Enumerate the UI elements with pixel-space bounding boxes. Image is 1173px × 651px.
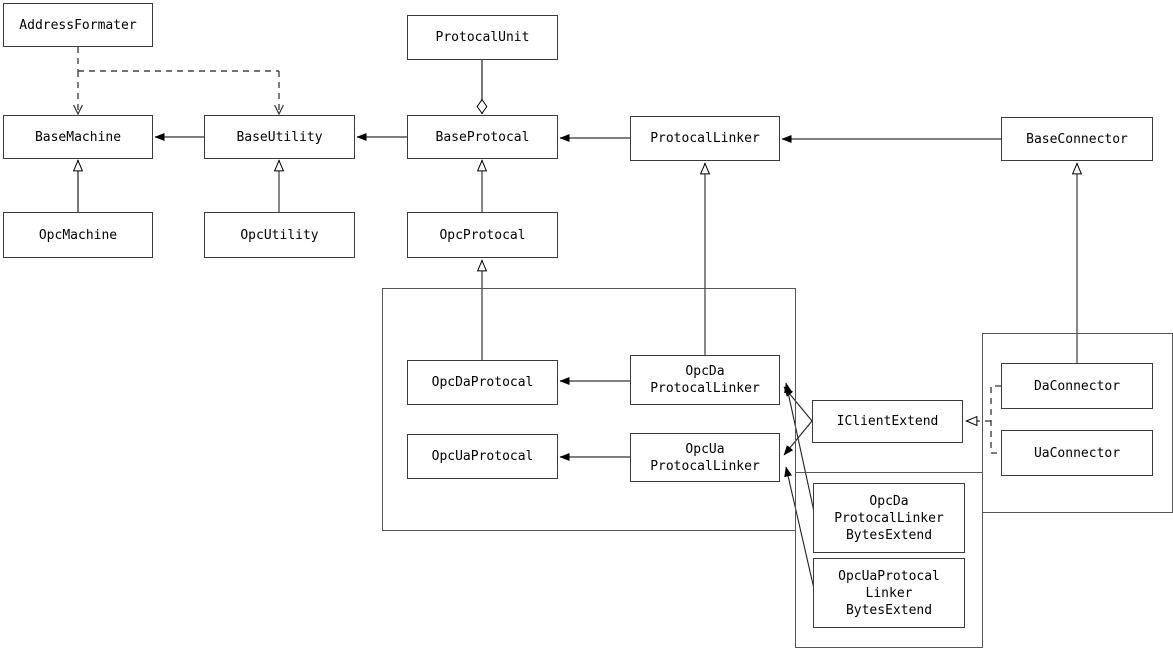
class-label: DaConnector <box>1033 378 1121 394</box>
class-node-opcuaprotocallinkerbytesextend[interactable]: OpcUaProtocal Linker BytesExtend <box>813 558 965 628</box>
edge-addressformater-dependencies <box>73 47 284 116</box>
class-label: UaConnector <box>1033 445 1121 461</box>
group-extend <box>795 472 983 648</box>
class-label: AddressFormater <box>19 17 137 33</box>
class-label: ProtocalLinker <box>650 131 760 146</box>
class-node-basemachine[interactable]: BaseMachine <box>3 115 153 159</box>
class-label: OpcDa ProtocalLinker <box>650 364 760 396</box>
class-node-baseutility[interactable]: BaseUtility <box>204 115 355 159</box>
class-node-opcmachine[interactable]: OpcMachine <box>3 212 153 258</box>
class-node-opcdaprotocal[interactable]: OpcDaProtocal <box>407 360 558 405</box>
class-node-opcprotocal[interactable]: OpcProtocal <box>407 212 558 258</box>
class-label: ProtocalUnit <box>435 30 530 45</box>
class-label: OpcProtocal <box>439 227 526 243</box>
class-node-daconnector[interactable]: DaConnector <box>1001 363 1153 409</box>
class-label: IClientExtend <box>836 414 939 429</box>
class-label: BaseProtocal <box>435 129 530 145</box>
class-node-addressformater[interactable]: AddressFormater <box>3 3 153 47</box>
class-label: OpcDaProtocal <box>431 375 534 390</box>
class-label: OpcUa ProtocalLinker <box>650 441 760 474</box>
class-node-opcuaprotocal[interactable]: OpcUaProtocal <box>407 434 558 479</box>
group-connector <box>982 333 1173 513</box>
class-label: OpcUaProtocal Linker BytesExtend <box>838 568 940 618</box>
class-node-uaconnector[interactable]: UaConnector <box>1001 430 1153 476</box>
class-label: BaseConnector <box>1026 131 1128 147</box>
class-label: OpcUtility <box>240 227 319 243</box>
class-node-protocallinker[interactable]: ProtocalLinker <box>630 116 780 161</box>
class-node-opcuaprotocallinker[interactable]: OpcUa ProtocalLinker <box>630 433 780 482</box>
class-node-opcdaprotocallinker[interactable]: OpcDa ProtocalLinker <box>630 355 780 405</box>
edge-connectors-iclientextend <box>966 385 1001 454</box>
class-label: BaseUtility <box>236 129 323 145</box>
class-node-baseprotocal[interactable]: BaseProtocal <box>407 115 558 159</box>
class-label: BaseMachine <box>34 129 122 145</box>
class-node-protocalunit[interactable]: ProtocalUnit <box>407 15 558 60</box>
class-label: OpcMachine <box>38 227 118 243</box>
class-label: OpcUaProtocal <box>431 449 534 464</box>
class-node-opcdaprotocallinkerbytesextend[interactable]: OpcDa ProtocalLinker BytesExtend <box>813 483 965 553</box>
class-node-iclientextend[interactable]: IClientExtend <box>812 400 963 443</box>
group-protocal <box>382 288 796 531</box>
class-label: OpcDa ProtocalLinker BytesExtend <box>834 493 944 543</box>
class-node-opcutility[interactable]: OpcUtility <box>204 212 355 258</box>
class-node-baseconnector[interactable]: BaseConnector <box>1001 117 1153 161</box>
